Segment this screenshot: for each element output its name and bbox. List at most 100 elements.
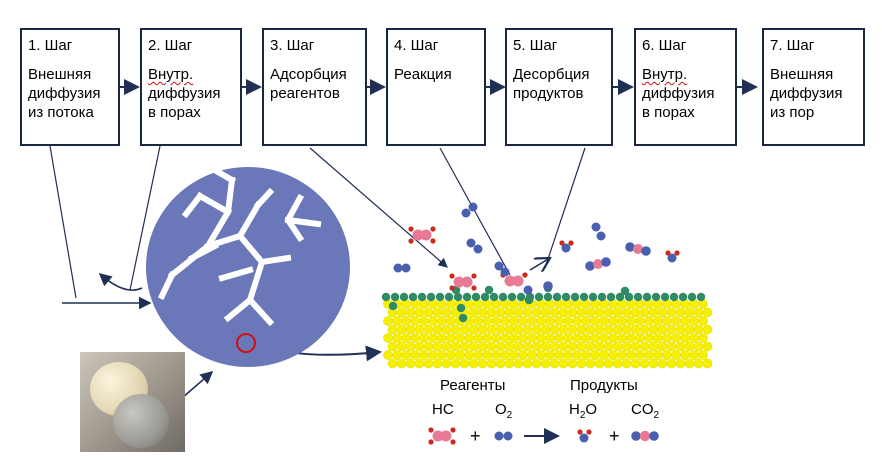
- adsorbed-atom: [426, 292, 436, 302]
- step-title: 2. Шаг: [148, 37, 193, 54]
- surface-atom: [383, 350, 393, 360]
- grey-pellet-image: [113, 394, 169, 448]
- surface-atom: [590, 316, 600, 326]
- step-title: 1. Шаг: [28, 37, 73, 54]
- surface-atom: [585, 307, 596, 318]
- step-body: Внешняя диффузия из потока: [28, 66, 101, 121]
- surface-atom: [486, 324, 497, 335]
- surface-atom: [684, 307, 695, 318]
- surface-atom: [473, 316, 483, 326]
- surface-atom: [554, 333, 564, 343]
- surface-atom: [392, 316, 402, 326]
- surface-atom: [549, 358, 560, 369]
- surface-atom: [675, 307, 686, 318]
- surface-atom: [455, 350, 465, 360]
- surface-atom: [495, 341, 506, 352]
- surface-atom: [428, 316, 438, 326]
- surface-atom: [693, 324, 704, 335]
- surface-atom: [423, 341, 434, 352]
- surface-atom: [662, 333, 672, 343]
- surface-atom: [639, 341, 650, 352]
- surface-atom: [603, 307, 614, 318]
- step-body: Внешняя диффузия из пор: [770, 66, 843, 121]
- surface-atom: [671, 316, 681, 326]
- surface-atom: [675, 358, 686, 369]
- surface-atom: [702, 324, 713, 335]
- surface-atom: [518, 333, 528, 343]
- surface-atom: [594, 324, 605, 335]
- surface-atom: [405, 358, 416, 369]
- surface-atom: [675, 341, 686, 352]
- adsorbed-atom: [516, 292, 526, 302]
- adsorbed-atom: [453, 292, 463, 302]
- surface-atom: [617, 350, 627, 360]
- adsorbed-atom: [678, 292, 688, 302]
- adsorbed-atom: [524, 295, 534, 305]
- surface-atom: [585, 324, 596, 335]
- surface-atom: [545, 316, 555, 326]
- surface-atom: [657, 341, 668, 352]
- o2-label: O2: [495, 401, 512, 421]
- surface-atom: [549, 307, 560, 318]
- surface-atom: [468, 324, 479, 335]
- adsorbed-atom: [543, 292, 553, 302]
- hc-label: HC: [432, 401, 454, 418]
- surface-atom: [567, 307, 578, 318]
- surface-atom: [594, 358, 605, 369]
- surface-atom: [684, 341, 695, 352]
- surface-atom: [635, 333, 645, 343]
- surface-atom: [473, 333, 483, 343]
- surface-atom: [414, 307, 425, 318]
- surface-atom: [509, 350, 519, 360]
- surface-atom: [392, 350, 402, 360]
- surface-atom: [689, 316, 699, 326]
- surface-atom: [419, 350, 429, 360]
- surface-atom: [504, 358, 515, 369]
- surface-atom: [423, 307, 434, 318]
- surface-atom: [446, 316, 456, 326]
- surface-atom: [612, 307, 623, 318]
- adsorbed-atom: [480, 292, 490, 302]
- surface-atom: [572, 316, 582, 326]
- surface-atom: [599, 350, 609, 360]
- adsorbed-atom: [417, 292, 427, 302]
- o2-subscript: 2: [506, 410, 513, 421]
- surface-atom: [432, 307, 443, 318]
- surface-atom: [450, 358, 461, 369]
- surface-atom: [468, 341, 479, 352]
- surface-atom: [522, 341, 533, 352]
- plus-sign-1: +: [470, 426, 481, 446]
- surface-atom: [648, 307, 659, 318]
- surface-atom: [581, 333, 591, 343]
- surface-atom: [428, 333, 438, 343]
- surface-atom: [563, 350, 573, 360]
- surface-atom: [648, 358, 659, 369]
- surface-atom: [558, 324, 569, 335]
- surface-atom: [522, 324, 533, 335]
- legend-co2-molecule: [631, 430, 659, 442]
- surface-atom: [621, 358, 632, 369]
- surface-atom: [468, 307, 479, 318]
- legend-h2o-molecule: [577, 429, 592, 443]
- surface-atom: [459, 324, 470, 335]
- surface-atom: [522, 307, 533, 318]
- step-box-4: 4. Шаг Реакция: [386, 28, 486, 146]
- surface-atom: [612, 341, 623, 352]
- surface-atom: [405, 307, 416, 318]
- surface-atom: [486, 358, 497, 369]
- h2o-label: H2O: [569, 401, 597, 421]
- surface-atom: [666, 358, 677, 369]
- surface-atom: [459, 341, 470, 352]
- surface-atom: [531, 324, 542, 335]
- surface-atom: [563, 316, 573, 326]
- surface-atom: [495, 358, 506, 369]
- surface-atom: [567, 358, 578, 369]
- step-body: Десорбция продуктов: [513, 66, 590, 102]
- surface-atom: [459, 358, 470, 369]
- surface-atom: [653, 350, 663, 360]
- surface-atom: [581, 350, 591, 360]
- surface-atom: [671, 350, 681, 360]
- h2o-main: H: [569, 401, 580, 418]
- surface-atom: [536, 316, 546, 326]
- surface-atom: [639, 358, 650, 369]
